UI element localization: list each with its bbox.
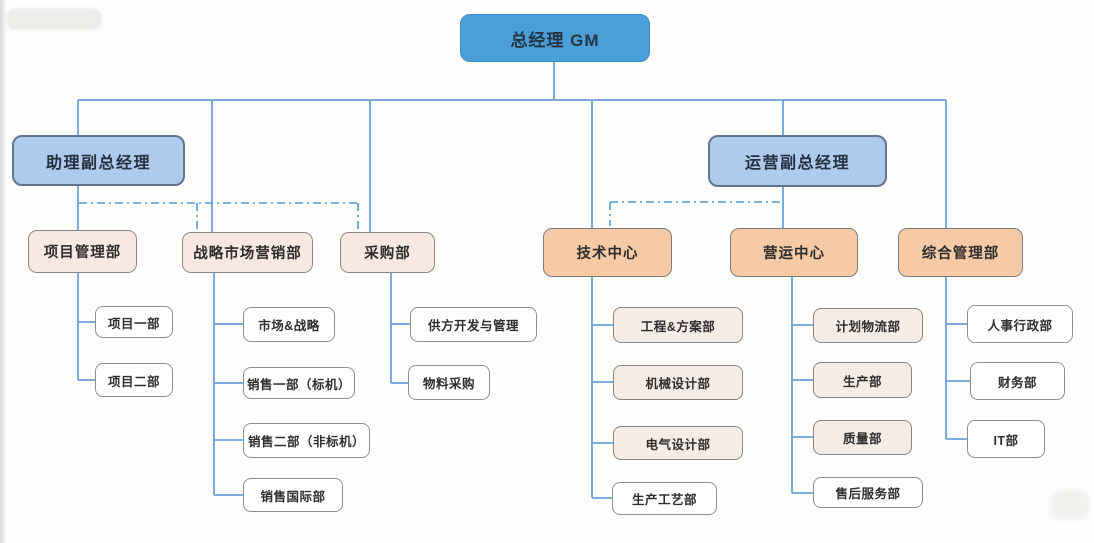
node-after-sales-service-dept: 售后服务部 (813, 477, 923, 508)
node-finance-dept: 财务部 (970, 362, 1065, 400)
node-sales-dept-1: 销售一部（标机） (243, 367, 355, 399)
node-project-dept-1: 项目一部 (95, 306, 173, 338)
node-general-manager: 总经理 GM (460, 14, 650, 62)
node-it-dept: IT部 (967, 420, 1045, 458)
dashdot-connectors (79, 201, 783, 230)
node-procurement-dept: 采购部 (340, 232, 435, 273)
node-international-sales-dept: 销售国际部 (243, 478, 343, 512)
node-quality-dept: 质量部 (813, 420, 912, 455)
node-project-management-dept: 项目管理部 (28, 230, 137, 273)
node-supplier-development: 供方开发与管理 (410, 307, 537, 342)
node-mechanical-design-dept: 机械设计部 (613, 365, 743, 400)
node-general-management-dept: 综合管理部 (898, 228, 1023, 277)
node-sales-dept-2: 销售二部（非标机） (243, 423, 370, 458)
node-planning-logistics-dept: 计划物流部 (813, 308, 923, 343)
solid-connectors (77, 62, 970, 499)
node-assistant-vp: 助理副总经理 (12, 135, 185, 186)
node-operations-center: 营运中心 (730, 228, 858, 277)
node-production-process-dept: 生产工艺部 (612, 482, 717, 515)
node-technology-center: 技术中心 (543, 228, 672, 277)
node-strategic-marketing-dept: 战略市场营销部 (182, 232, 313, 273)
node-material-purchasing: 物料采购 (408, 365, 490, 400)
node-production-dept: 生产部 (813, 362, 912, 398)
node-hr-admin-dept: 人事行政部 (967, 305, 1073, 343)
node-project-dept-2: 项目二部 (95, 363, 173, 397)
node-engineering-solutions-dept: 工程&方案部 (613, 307, 743, 343)
node-operations-vp: 运营副总经理 (708, 135, 887, 187)
node-market-strategy: 市场&战略 (243, 307, 335, 342)
node-electrical-design-dept: 电气设计部 (613, 426, 743, 460)
